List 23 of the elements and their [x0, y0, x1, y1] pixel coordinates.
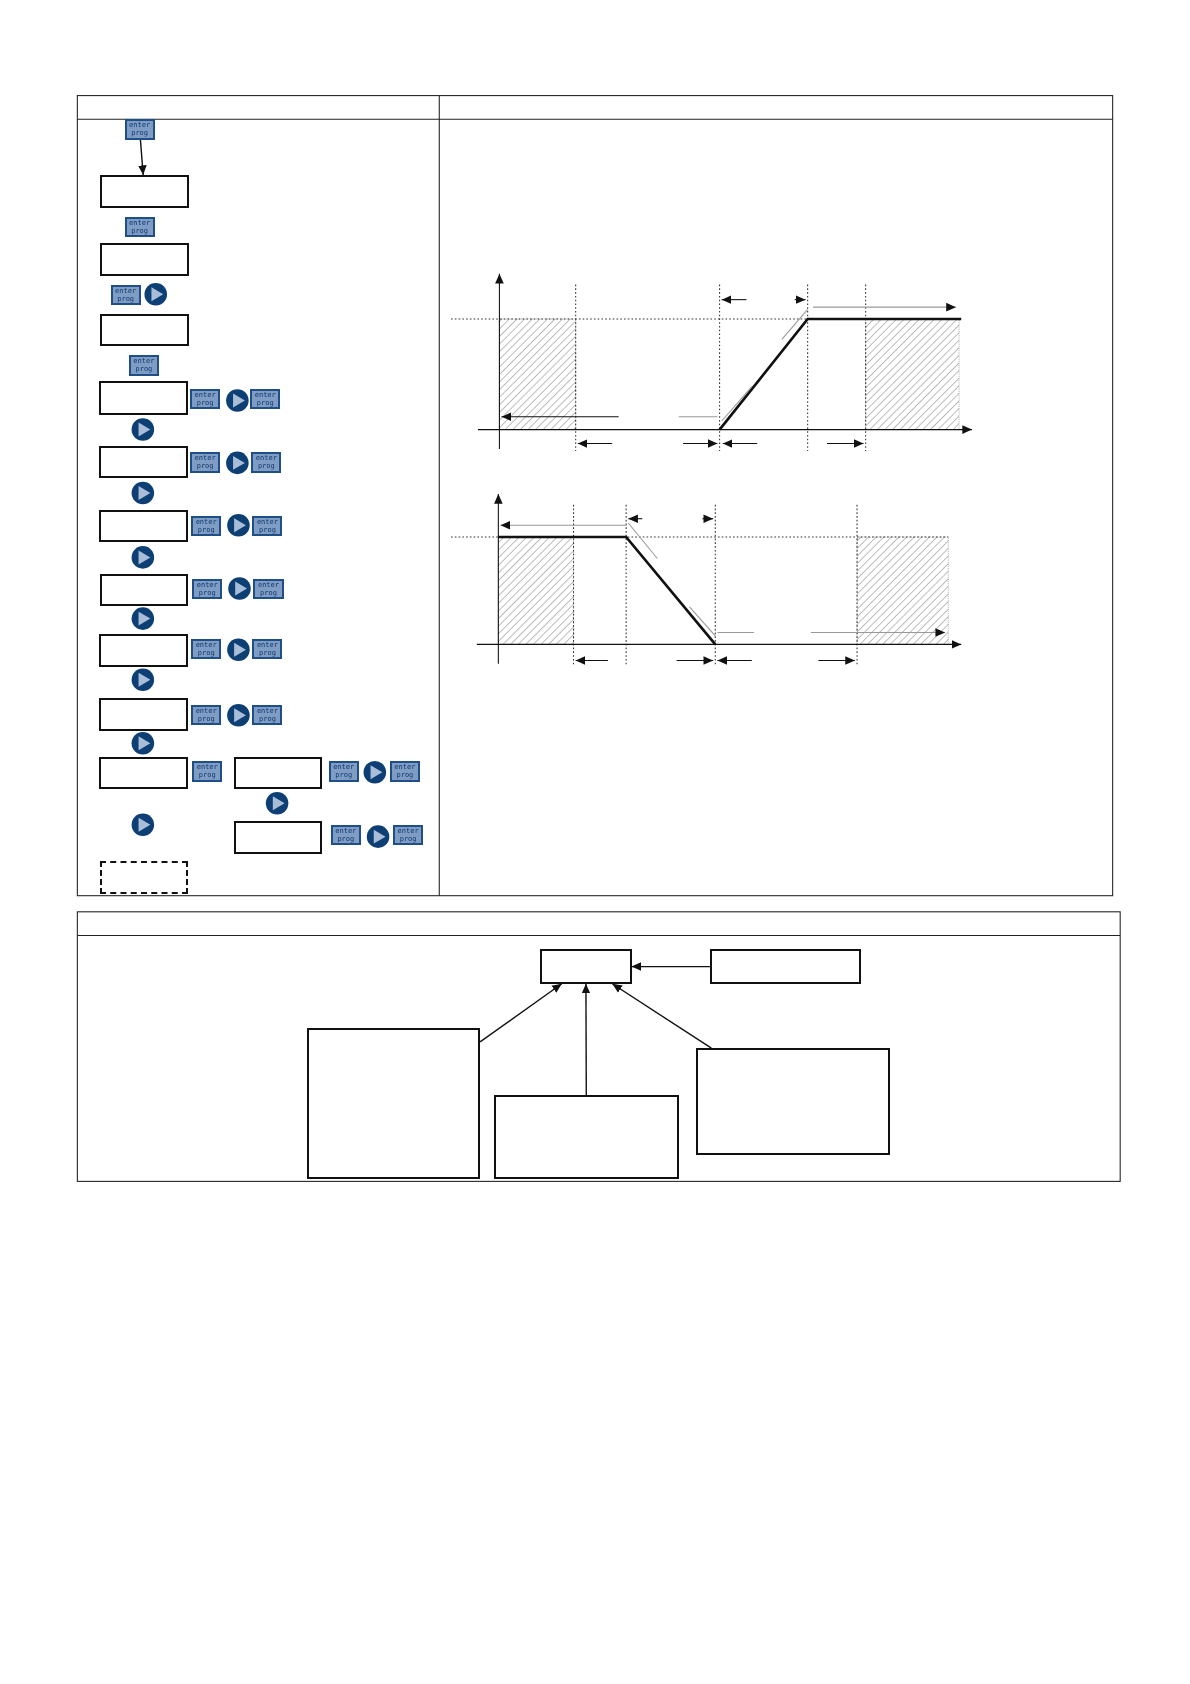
display-box	[540, 949, 632, 984]
display-box	[99, 573, 188, 606]
display-box	[98, 698, 188, 732]
display-box	[99, 242, 189, 276]
display-box	[98, 633, 188, 667]
display-box	[98, 757, 188, 790]
display-box	[98, 445, 188, 478]
display-box	[98, 510, 188, 543]
dashed-display-box	[99, 861, 188, 894]
display-box	[98, 381, 188, 415]
display-box	[99, 175, 189, 209]
display-box	[234, 757, 323, 790]
display-box	[695, 1048, 891, 1155]
display-box	[709, 949, 862, 984]
display-box	[234, 820, 323, 854]
display-box	[99, 313, 189, 346]
arrow	[581, 983, 591, 1097]
arrow	[479, 983, 563, 1043]
arrow	[630, 962, 711, 971]
arrow	[138, 138, 147, 176]
arrow	[611, 983, 713, 1049]
display-box	[307, 1027, 481, 1180]
display-box	[494, 1095, 679, 1180]
